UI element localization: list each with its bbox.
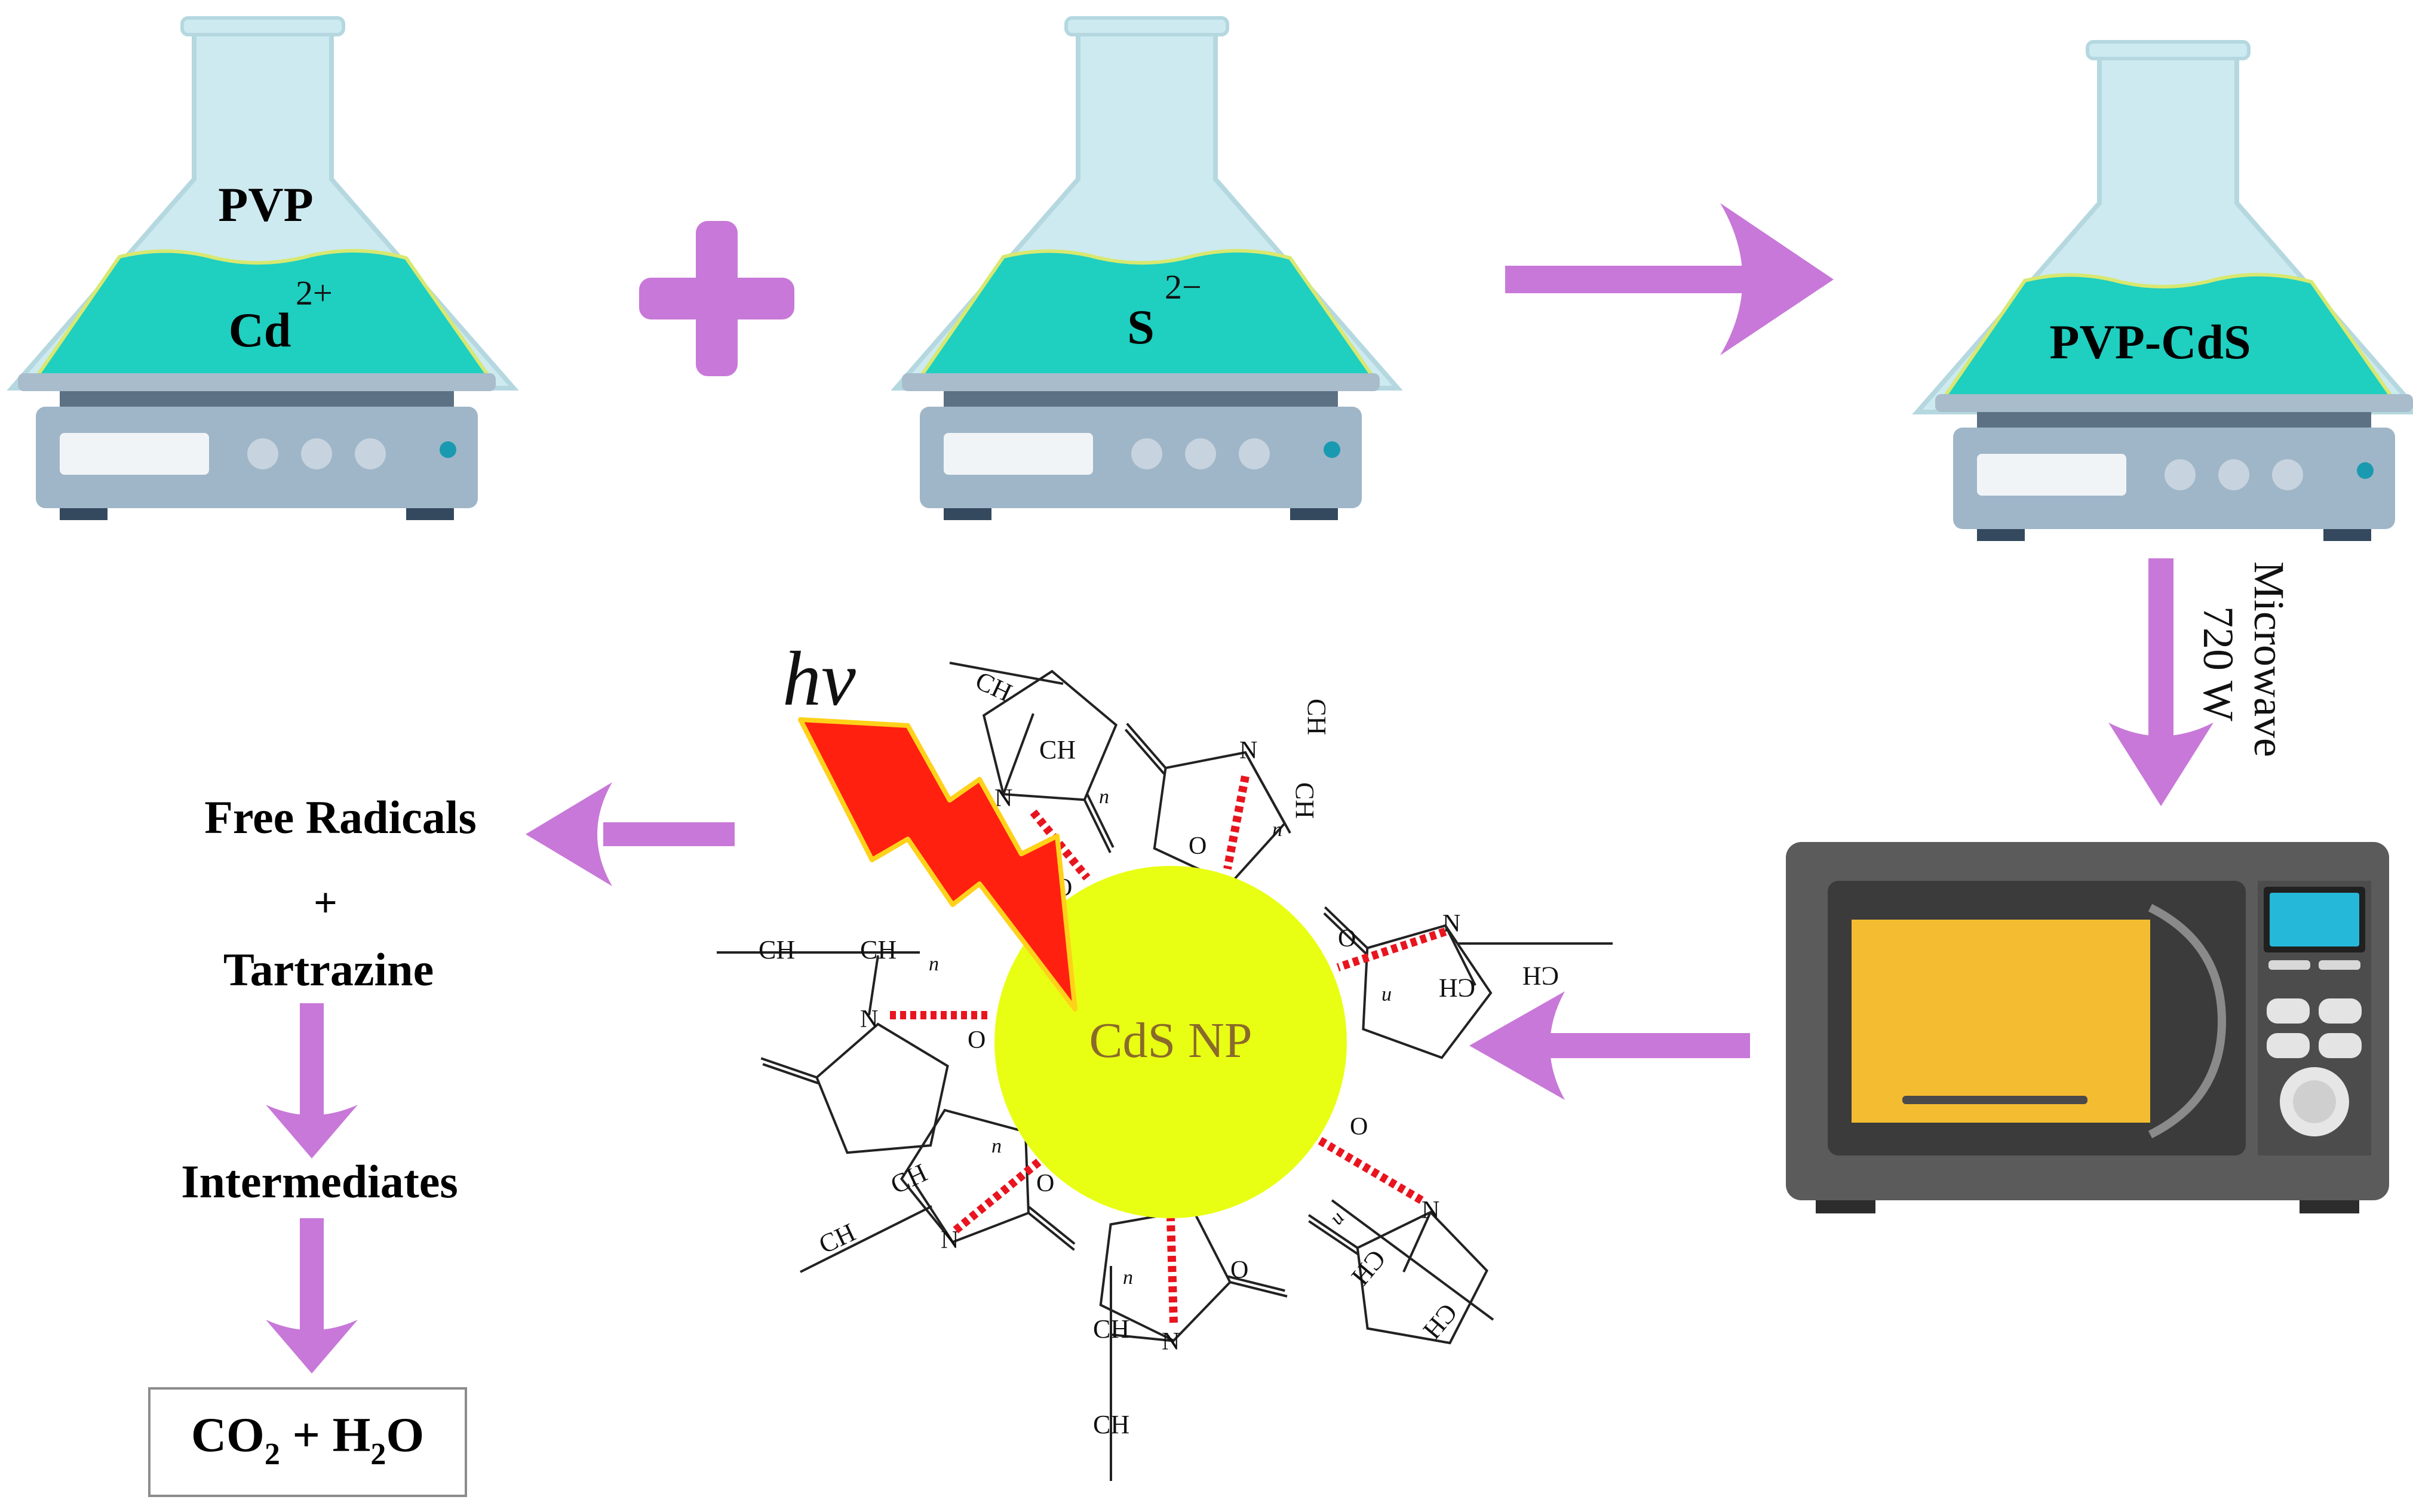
svg-text:O: O [1189, 832, 1206, 860]
svg-text:N: N [1239, 737, 1257, 764]
cds-nanoparticle: CdS NP [994, 866, 1347, 1218]
svg-text:n: n [929, 953, 939, 975]
hv-label: hν [782, 636, 856, 722]
svg-text:N: N [1422, 1197, 1439, 1224]
svg-text:CH: CH [886, 1158, 932, 1200]
svg-text:CH: CH [815, 1218, 860, 1259]
flask-product: PVP-CdS [1917, 42, 2413, 541]
plus-sign [639, 221, 794, 376]
svg-text:n: n [1099, 786, 1109, 808]
final-products-box [148, 1387, 467, 1497]
light-irradiation: hν [782, 636, 1077, 1012]
svg-text:CH: CH [1093, 1410, 1129, 1439]
nanoparticle-label: CdS NP [1089, 1013, 1252, 1068]
flask-cd-ion-charge: 2+ [296, 273, 333, 312]
svg-text:CH: CH [1093, 1314, 1129, 1344]
svg-text:CH: CH [1439, 973, 1475, 1003]
svg-text:CH: CH [1039, 735, 1076, 764]
arrow-microwave-to-np [1469, 991, 1750, 1100]
flask-product-label: PVP-CdS [2049, 315, 2251, 369]
flask-cd: PVP Cd 2+ [12, 18, 514, 520]
svg-text:CH: CH [1522, 961, 1559, 991]
flask-cd-ion-label: Cd [229, 303, 291, 357]
svg-text:n: n [1123, 1267, 1133, 1289]
svg-text:CH: CH [1302, 699, 1331, 735]
flask-s-ion-charge: 2− [1165, 268, 1202, 306]
flask-s-ion-label: S [1127, 300, 1155, 354]
svg-text:n: n [1382, 987, 1392, 1009]
svg-text:CH: CH [971, 666, 1017, 708]
svg-text:O: O [1338, 925, 1356, 952]
svg-text:CH: CH [860, 935, 897, 964]
microwave-label: Microwave [2245, 561, 2293, 757]
svg-text:O: O [968, 1027, 986, 1054]
degradation-mechanism: Free Radicals + Tartrazine Intermediates… [148, 791, 477, 1497]
free-radicals-label: Free Radicals [204, 791, 477, 843]
svg-text:N: N [941, 1227, 959, 1254]
arrow-to-product [1505, 203, 1834, 355]
svg-text:N: N [1162, 1328, 1180, 1356]
svg-text:n: n [1272, 819, 1282, 841]
tartrazine-label: Tartrazine [223, 944, 434, 995]
svg-text:O: O [1350, 1113, 1368, 1141]
svg-text:N: N [860, 1006, 878, 1033]
svg-text:CH: CH [1290, 782, 1319, 819]
flask-s: S 2− [896, 18, 1398, 520]
svg-text:n: n [991, 1135, 1002, 1157]
plus-label: + [314, 880, 337, 926]
intermediates-label: Intermediates [181, 1155, 458, 1207]
microwave-power-label: 720 W [2194, 606, 2242, 721]
flask-cd-pvp-label: PVP [218, 177, 313, 232]
svg-text:O: O [1230, 1256, 1248, 1284]
arrow-np-to-radicals [526, 782, 735, 886]
arrow-to-microwave [2108, 558, 2214, 806]
microwave-oven [1786, 842, 2389, 1213]
svg-text:CH: CH [759, 935, 795, 964]
svg-text:O: O [1036, 1170, 1054, 1197]
final-products-label: CO2 + H2O [191, 1407, 424, 1471]
